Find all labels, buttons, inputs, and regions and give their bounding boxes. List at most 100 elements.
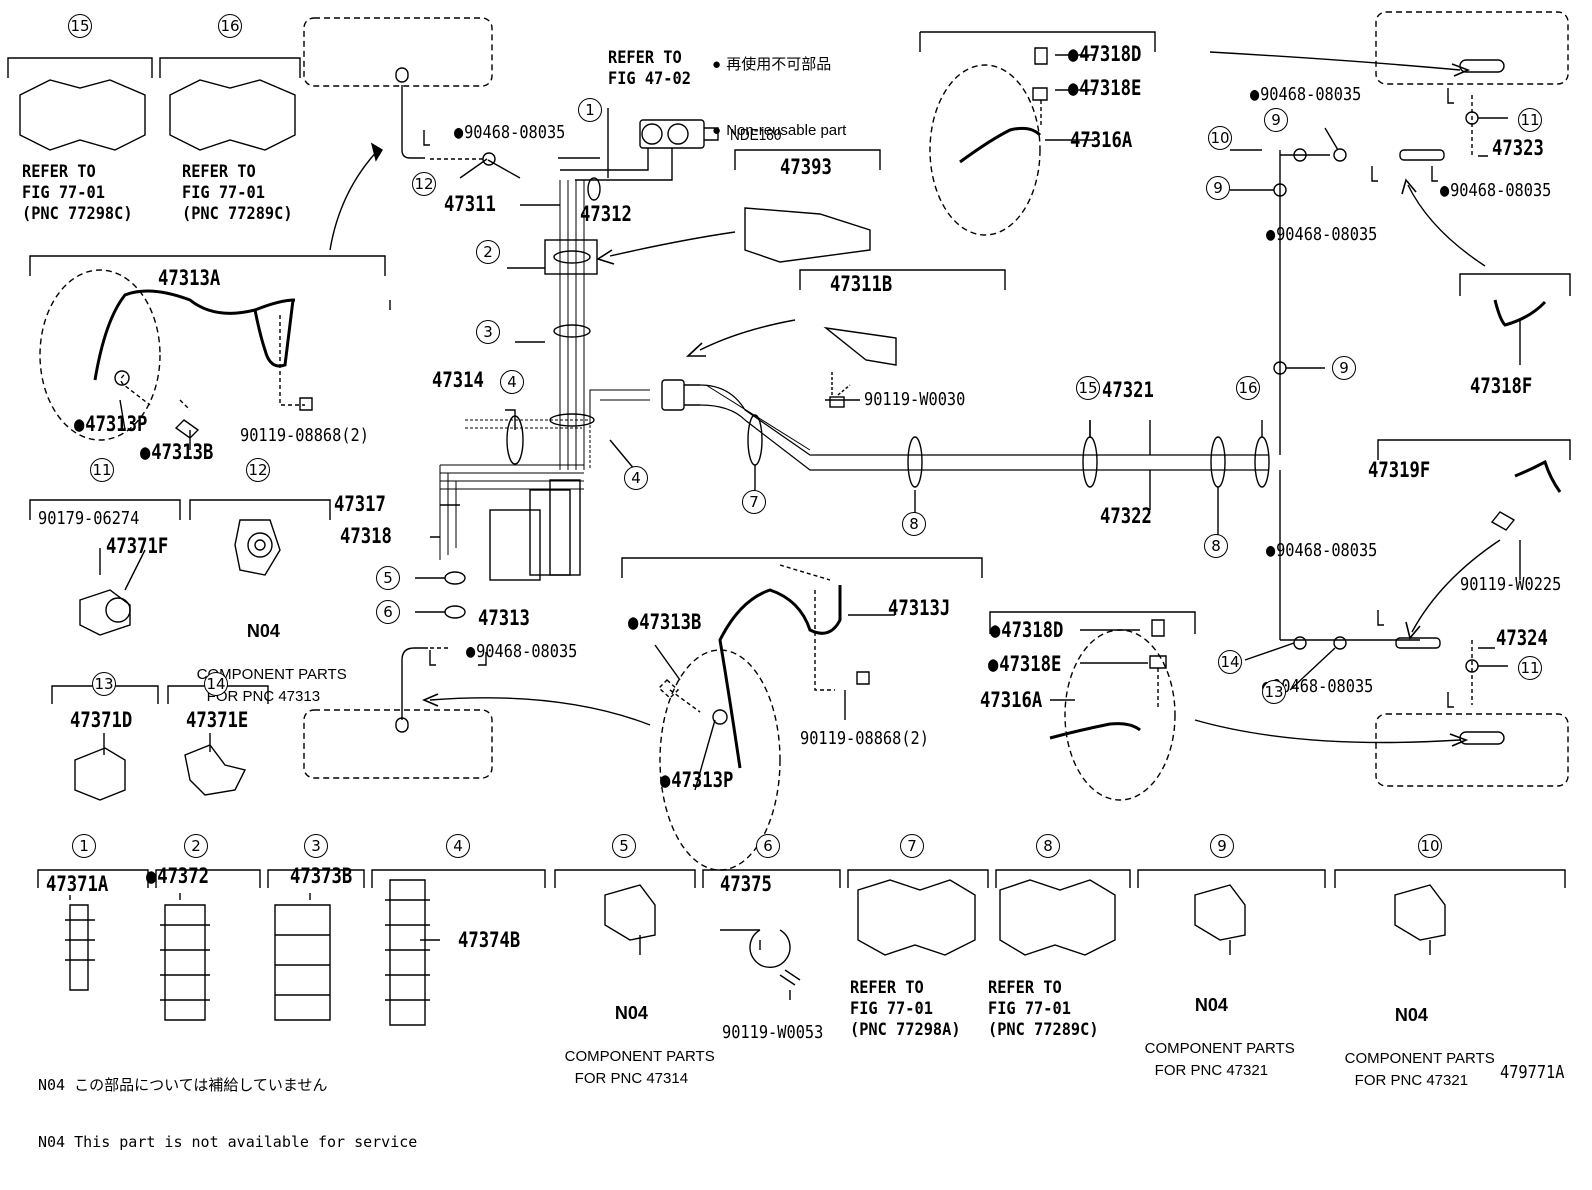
callout-6: 6	[376, 600, 400, 624]
part-label: 47318E	[988, 654, 1061, 675]
callout-6: 6	[756, 834, 780, 858]
callout-4: 4	[624, 466, 648, 490]
callout-3: 3	[304, 834, 328, 858]
part-label: 47311B	[830, 272, 893, 296]
callout-2: 2	[476, 240, 500, 264]
part-label: 47375	[720, 872, 772, 896]
wiring-diagram	[7, 11, 1571, 1026]
part-label: 47321	[1102, 378, 1154, 402]
callout-11: 11	[1518, 656, 1542, 680]
part-label: 90119-W0053	[722, 1022, 824, 1043]
callout-8: 8	[1036, 834, 1060, 858]
part-label: 47319F	[1368, 458, 1431, 482]
callout-1: 1	[72, 834, 96, 858]
part-label: 47318	[340, 524, 392, 548]
callout-8: 8	[1204, 534, 1228, 558]
part-label: 90468-08035	[466, 643, 577, 661]
callout-9: 9	[1210, 834, 1234, 858]
callout-14: 14	[204, 672, 228, 696]
legend-en: Non-reusable part	[726, 122, 847, 139]
part-label: 90468-08035	[1266, 226, 1377, 244]
callout-4: 4	[500, 370, 524, 394]
part-label: 47318D	[990, 620, 1063, 641]
component-code: N04	[1394, 1005, 1428, 1025]
callout-13: 13	[1262, 680, 1286, 704]
callout-1: 1	[578, 98, 602, 122]
callout-3: 3	[476, 320, 500, 344]
legend-dot-icon	[712, 122, 722, 139]
part-label: 90119-08868(2)	[800, 728, 929, 749]
part-label: 90119-08868(2)	[240, 425, 369, 446]
callout-4: 4	[446, 834, 470, 858]
part-label: 90468-08035	[1440, 182, 1551, 200]
part-label: 47313P	[660, 770, 733, 791]
refer-fig-47-02: REFER TO FIG 47-02	[608, 48, 691, 89]
part-label: 47318D	[1068, 44, 1141, 65]
component-text: COMPONENT PARTS FOR PNC 47321	[1144, 1040, 1295, 1079]
callout-5: 5	[376, 566, 400, 590]
part-label: 47313J	[888, 596, 951, 620]
callout-11: 11	[1518, 108, 1542, 132]
callout-2: 2	[184, 834, 208, 858]
refer-block-15: REFER TO FIG 77-01 (PNC 77298C)	[22, 162, 133, 224]
callout-9: 9	[1264, 108, 1288, 132]
part-label: 47323	[1492, 136, 1544, 160]
part-label: 90468-08035	[1250, 86, 1361, 104]
component-block-12: N04 COMPONENT PARTS FOR PNC 47313	[180, 576, 347, 730]
callout-5: 5	[612, 834, 636, 858]
component-code: N04	[246, 621, 280, 641]
part-label: 47371F	[106, 534, 169, 558]
footnote-jp: N04 この部品については補給していません	[38, 1076, 328, 1094]
part-label: 90119-W0030	[864, 389, 966, 410]
legend-jp: 再使用不可部品	[726, 56, 832, 73]
callout-9: 9	[1332, 356, 1356, 380]
component-text: COMPONENT PARTS FOR PNC 47314	[564, 1048, 715, 1087]
component-code: N04	[614, 1003, 648, 1023]
component-block-5: N04 COMPONENT PARTS FOR PNC 47314	[548, 958, 715, 1112]
part-label: 47313	[478, 606, 530, 630]
callout-12: 12	[412, 172, 436, 196]
part-label: 47313B	[628, 612, 701, 633]
part-label: 47318F	[1470, 374, 1533, 398]
part-label: 47316A	[980, 688, 1043, 712]
refer-block-16: REFER TO FIG 77-01 (PNC 77289C)	[182, 162, 293, 224]
part-label: 90468-08035	[454, 124, 565, 142]
part-label: 90119-W0225	[1460, 574, 1562, 595]
callout-15: 15	[1076, 376, 1100, 400]
part-label: NDE180	[730, 127, 782, 144]
part-label: 47371A	[46, 872, 109, 896]
part-label: 47312	[580, 202, 632, 226]
part-label: 47318E	[1068, 78, 1141, 99]
part-label: 47322	[1100, 504, 1152, 528]
footnote-en: N04 This part is not available for servi…	[38, 1133, 418, 1151]
callout-10: 10	[1418, 834, 1442, 858]
component-block-10: N04 COMPONENT PARTS FOR PNC 47321	[1328, 960, 1495, 1114]
part-label: 47324	[1496, 626, 1548, 650]
part-label: 47393	[780, 155, 832, 179]
callout-7: 7	[742, 490, 766, 514]
callout-14: 14	[1218, 650, 1242, 674]
part-label: 90179-06274	[38, 508, 140, 529]
part-label: 47314	[432, 368, 484, 392]
part-label: 47371E	[186, 708, 249, 732]
callout-8: 8	[902, 512, 926, 536]
part-label: 47374B	[458, 928, 521, 952]
part-label: 47371D	[70, 708, 133, 732]
legend: 再使用不可部品 Non-reusable part	[712, 10, 846, 186]
part-label: 47313B	[140, 442, 213, 463]
callout-10: 10	[1208, 126, 1232, 150]
callout-7: 7	[900, 834, 924, 858]
part-label: 47313A	[158, 266, 221, 290]
diagram-id: 479771A	[1500, 1062, 1565, 1083]
callout-12: 12	[246, 458, 270, 482]
legend-dot-icon	[712, 56, 722, 73]
part-label: 47311	[444, 192, 496, 216]
component-code: N04	[1194, 995, 1228, 1015]
callout-9: 9	[1206, 176, 1230, 200]
part-label: 90468-08035	[1266, 542, 1377, 560]
component-text: COMPONENT PARTS FOR PNC 47321	[1344, 1050, 1495, 1089]
part-label: 47313P	[74, 414, 147, 435]
part-label: 47317	[334, 492, 386, 516]
callout-16: 16	[218, 14, 242, 38]
callout-11: 11	[90, 458, 114, 482]
